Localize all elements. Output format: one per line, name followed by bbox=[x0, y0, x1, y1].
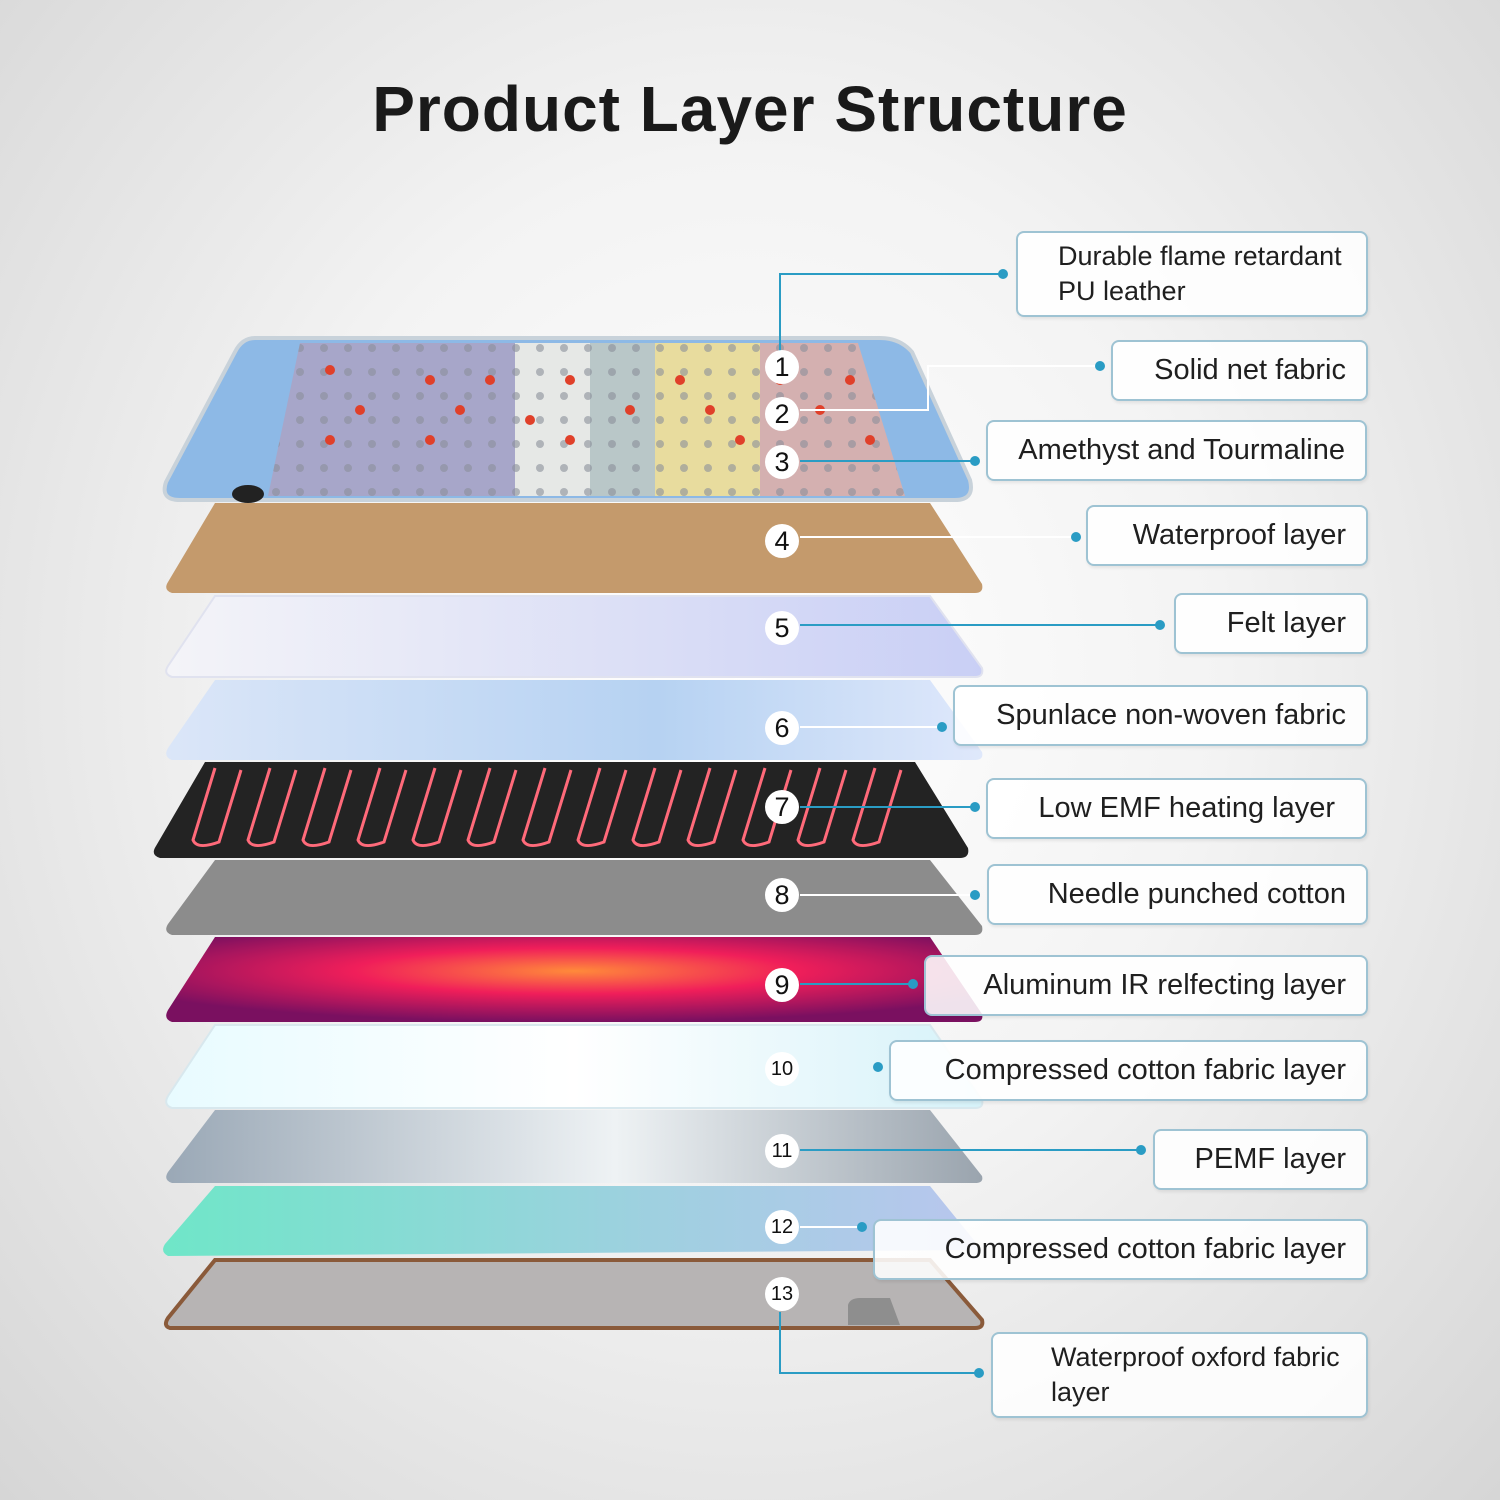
layer-number-badge: 3 bbox=[765, 445, 799, 479]
svg-text:4: 4 bbox=[774, 526, 789, 556]
layer-12-shape bbox=[163, 1186, 983, 1256]
label-layer-11: PEMF layer bbox=[1153, 1129, 1368, 1190]
leader-lines bbox=[779, 273, 1160, 1374]
red-stone bbox=[355, 405, 365, 415]
controller-plug bbox=[232, 485, 264, 503]
red-stone bbox=[565, 375, 575, 385]
label-layer-1: Durable flame retardant PU leather bbox=[1016, 231, 1368, 317]
red-stone bbox=[525, 415, 535, 425]
layer-number-badge: 12 bbox=[765, 1210, 799, 1244]
layer-number-badge: 1 bbox=[765, 350, 799, 384]
red-stone bbox=[845, 375, 855, 385]
layer-4-shape bbox=[166, 503, 983, 593]
layer-7-shape bbox=[153, 762, 969, 858]
svg-text:3: 3 bbox=[774, 447, 789, 477]
label-layer-13: Waterproof oxford fabric layer bbox=[991, 1332, 1368, 1418]
layer-9-shape bbox=[166, 937, 983, 1022]
layer-number-badge: 11 bbox=[765, 1134, 799, 1168]
layer-5-shape bbox=[165, 595, 984, 678]
red-stone bbox=[325, 435, 335, 445]
svg-text:8: 8 bbox=[774, 880, 789, 910]
layer-number-badge: 10 bbox=[765, 1052, 799, 1086]
svg-text:13: 13 bbox=[771, 1283, 793, 1305]
label-layer-8: Needle punched cotton bbox=[987, 864, 1368, 925]
layer-number-badge: 4 bbox=[765, 524, 799, 558]
heating-wire-path bbox=[191, 767, 903, 847]
layer-number-badge: 13 bbox=[765, 1277, 799, 1311]
red-stone bbox=[485, 375, 495, 385]
svg-text:12: 12 bbox=[771, 1216, 793, 1238]
heating-wires bbox=[191, 767, 903, 847]
layer-number-badge: 5 bbox=[765, 611, 799, 645]
label-layer-7: Low EMF heating layer bbox=[986, 778, 1367, 839]
label-layer-6: Spunlace non-woven fabric bbox=[953, 685, 1368, 746]
page-title: Product Layer Structure bbox=[372, 73, 1128, 145]
red-stone bbox=[705, 405, 715, 415]
label-layer-2: Solid net fabric bbox=[1111, 340, 1368, 401]
svg-text:11: 11 bbox=[772, 1140, 793, 1162]
strap-tab bbox=[848, 1298, 900, 1325]
red-stone bbox=[325, 365, 335, 375]
layer-number-badge: 2 bbox=[765, 397, 799, 431]
svg-text:9: 9 bbox=[774, 970, 789, 1000]
red-stone bbox=[455, 405, 465, 415]
label-layer-9: Aluminum IR relfecting layer bbox=[924, 955, 1368, 1016]
layer-number-badge: 7 bbox=[765, 790, 799, 824]
layer-13-shape bbox=[163, 1258, 985, 1330]
layer-number-badge: 9 bbox=[765, 968, 799, 1002]
svg-text:7: 7 bbox=[774, 792, 789, 822]
layer-8-shape bbox=[166, 860, 983, 935]
svg-text:2: 2 bbox=[774, 399, 789, 429]
label-layer-10: Compressed cotton fabric layer bbox=[889, 1040, 1368, 1101]
red-stone bbox=[735, 435, 745, 445]
layer-number-badge: 6 bbox=[765, 711, 799, 745]
layer-6-shape bbox=[166, 680, 983, 760]
red-stone bbox=[625, 405, 635, 415]
red-stone bbox=[425, 375, 435, 385]
label-layer-12: Compressed cotton fabric layer bbox=[873, 1219, 1368, 1280]
layer-10-shape bbox=[165, 1024, 984, 1109]
label-layer-5: Felt layer bbox=[1174, 593, 1368, 654]
svg-text:1: 1 bbox=[774, 352, 789, 382]
leader-dots bbox=[857, 269, 1165, 1378]
label-layer-4: Waterproof layer bbox=[1086, 505, 1368, 566]
label-layer-3: Amethyst and Tourmaline bbox=[986, 420, 1367, 481]
layer-number-badge: 8 bbox=[765, 878, 799, 912]
red-stone bbox=[565, 435, 575, 445]
red-stone bbox=[675, 375, 685, 385]
red-stone bbox=[425, 435, 435, 445]
svg-text:6: 6 bbox=[774, 713, 789, 743]
svg-text:5: 5 bbox=[774, 613, 789, 643]
svg-text:10: 10 bbox=[771, 1058, 793, 1080]
red-stone bbox=[865, 435, 875, 445]
layer-11-shape bbox=[166, 1110, 983, 1183]
